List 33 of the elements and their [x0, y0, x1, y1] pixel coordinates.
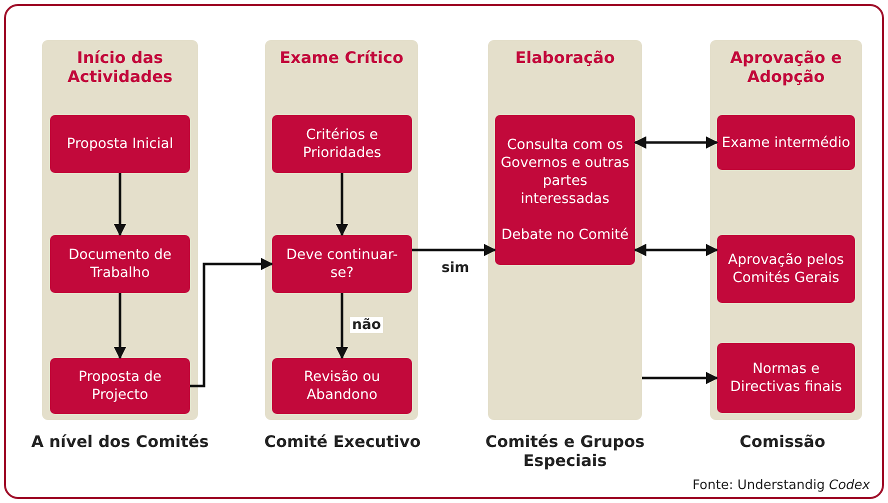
process-box: Critérios e Prioridades — [272, 115, 412, 173]
column-caption: Comissão — [738, 432, 826, 451]
arrow — [634, 136, 718, 149]
column-panel — [42, 40, 198, 420]
arrow — [412, 244, 496, 256]
arrow — [114, 173, 126, 236]
column-title: Elaboração — [514, 48, 616, 67]
column-caption: Comité Executivo — [263, 432, 422, 451]
arrow — [634, 244, 718, 256]
edge-label: não — [350, 316, 384, 332]
process-box: Deve continuar-se? — [272, 235, 412, 293]
column-caption: Comités e Grupos Especiais — [484, 432, 646, 470]
process-box: Normas e Directivas finais — [717, 343, 855, 413]
column-title: Exame Crítico — [278, 48, 404, 67]
process-box: Proposta Inicial — [50, 115, 190, 173]
column-title: Aprovação e Adopção — [729, 48, 843, 86]
process-box: Aprovação pelos Comités Gerais — [717, 235, 855, 303]
process-box: Revisão ou Abandono — [272, 358, 412, 414]
arrow — [336, 293, 348, 360]
source-caption: Fonte: Understandig Codex — [692, 478, 870, 493]
arrow — [642, 372, 718, 384]
process-box: Exame intermédio — [717, 115, 855, 170]
column-title: Início das Actividades — [66, 48, 174, 86]
column-panel — [265, 40, 418, 420]
arrow — [190, 258, 274, 388]
arrow — [114, 293, 126, 360]
column-panel — [488, 40, 642, 420]
column-panel — [710, 40, 862, 420]
process-box: Proposta de Projecto — [50, 358, 190, 414]
column-caption: A nível dos Comités — [30, 432, 210, 451]
process-box: Documento de Trabalho — [50, 235, 190, 293]
arrow — [336, 173, 348, 236]
process-box: Consulta com os Governos e outras partes interessadas Debate no Comité — [495, 115, 635, 265]
